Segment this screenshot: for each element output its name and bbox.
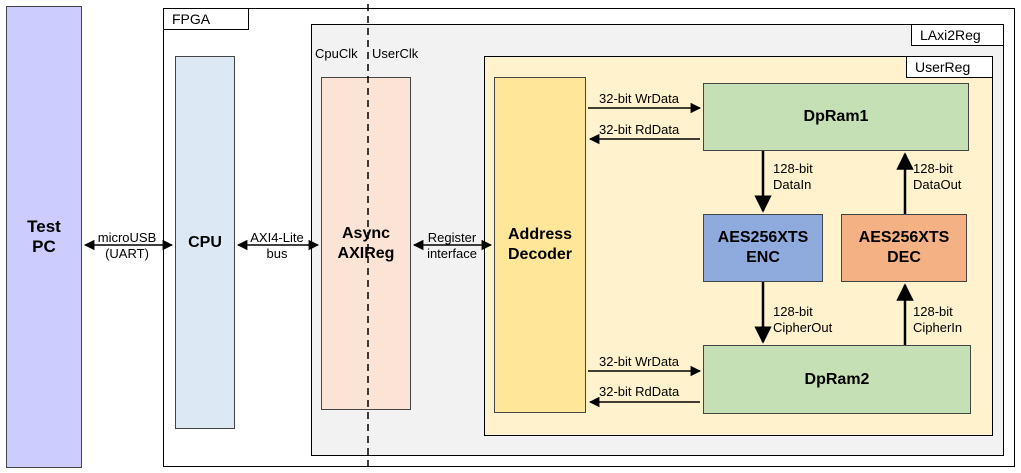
- async-axireg-block: Async AXIReg: [321, 77, 411, 410]
- wrdata1-label: 32-bit WrData: [599, 91, 679, 106]
- aes-dec-block: AES256XTS DEC: [841, 214, 967, 282]
- cipherin-label: 128-bit CipherIn: [913, 304, 963, 335]
- laxi2reg-label: LAxi2Reg: [911, 24, 1004, 46]
- microusb-label: microUSB (UART): [97, 230, 157, 261]
- datain-label: 128-bit DataIn: [773, 161, 813, 192]
- fpga-frame: [163, 8, 1015, 467]
- userclk-label: UserClk: [372, 46, 419, 61]
- fpga-label: FPGA: [163, 8, 249, 30]
- rddata2-label: 32-bit RdData: [599, 384, 680, 399]
- axi4-lite-label: AXI4-Lite bus: [250, 230, 304, 261]
- cipherout-label: 128-bit CipherOut: [773, 304, 833, 335]
- cpu-block: CPU: [175, 56, 235, 429]
- dpram1-block: DpRam1: [703, 83, 969, 151]
- aes-enc-block: AES256XTS ENC: [703, 214, 823, 282]
- test-pc-block: Test PC: [6, 6, 82, 468]
- register-interface-label: Register interface: [427, 230, 477, 261]
- dpram2-block: DpRam2: [703, 345, 971, 414]
- rddata1-label: 32-bit RdData: [599, 122, 680, 137]
- cpuclk-label: CpuClk: [315, 46, 358, 61]
- userreg-label: UserReg: [906, 56, 993, 78]
- wrdata2-label: 32-bit WrData: [599, 354, 679, 369]
- dataout-label: 128-bit DataOut: [913, 161, 962, 192]
- address-decoder-block: Address Decoder: [494, 77, 586, 413]
